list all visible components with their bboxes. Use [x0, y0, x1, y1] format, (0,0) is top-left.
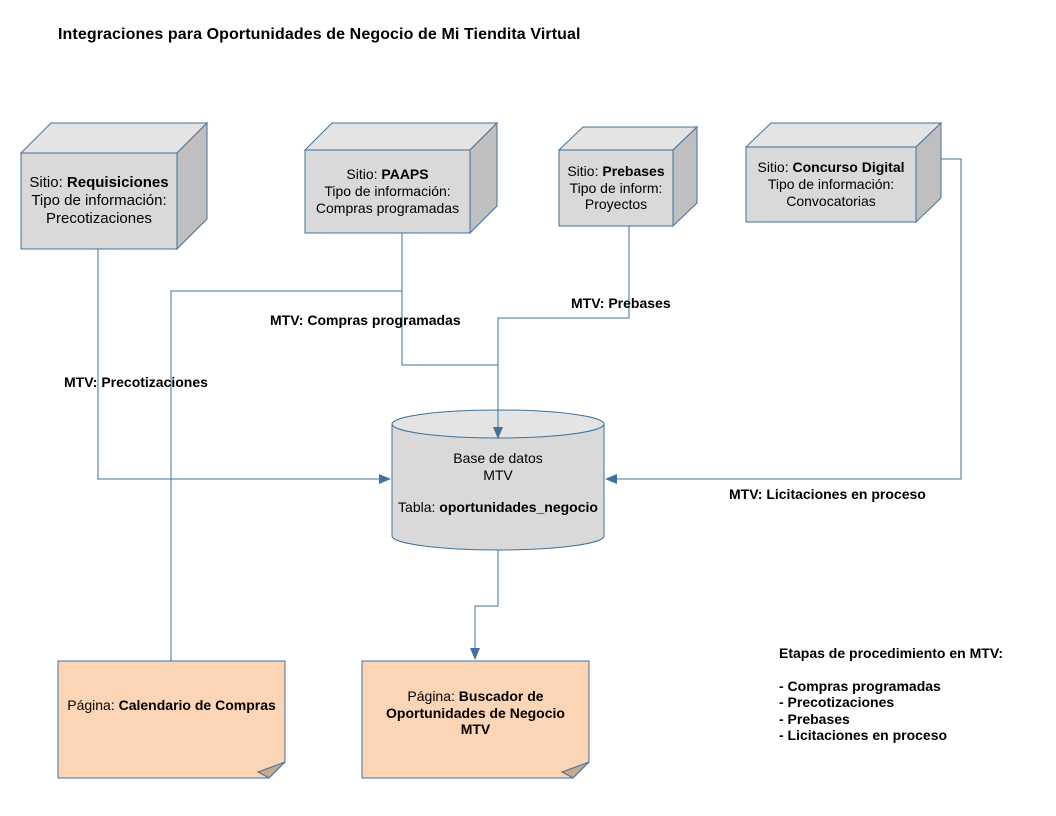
source-info-label: Tipo de inform:	[569, 179, 663, 196]
source-name: Prebases	[602, 162, 665, 179]
source-info-value: Proyectos	[584, 196, 648, 213]
connector-compras-programadas	[401, 233, 503, 439]
stages-list: Etapas de procedimiento en MTV: - Compra…	[779, 645, 1003, 744]
database-line2: MTV	[483, 466, 513, 483]
database-line1: Base de datos	[453, 450, 543, 466]
connector-licitaciones	[605, 158, 962, 484]
source-info-value: Compras programadas	[315, 199, 460, 216]
cube-concurso-digital	[744, 121, 943, 224]
connector-prebases	[497, 226, 630, 365]
page-name-line1: Buscador de	[458, 687, 544, 704]
database-label: Base de datos MTV Tabla: oportunidades_n…	[398, 450, 598, 515]
source-paaps: Sitio: PAAPS Tipo de información: Compra…	[315, 166, 460, 216]
page-buscador: Página: Buscador de Oportunidades de Neg…	[386, 687, 565, 738]
cube-requisiciones	[19, 121, 209, 251]
source-info-label: Tipo de información:	[767, 176, 895, 193]
source-name: Requisiciones	[66, 174, 169, 191]
connector-buscador	[470, 550, 499, 660]
cube-prebases	[557, 125, 699, 228]
connector-calendario	[170, 290, 402, 661]
source-name: Concurso Digital	[792, 159, 905, 176]
stages-heading: Etapas de procedimiento en MTV:	[779, 645, 1004, 661]
source-name: PAAPS	[381, 166, 429, 183]
connector-precotizaciones	[97, 249, 391, 484]
source-info-label: Tipo de información:	[31, 192, 167, 209]
source-requisiciones: Sitio: Requisiciones Tipo de información…	[29, 174, 169, 227]
label-licitaciones: MTV: Licitaciones en proceso	[729, 486, 926, 502]
stage-item: - Precotizaciones	[779, 694, 895, 710]
database-table-name: oportunidades_negocio	[439, 498, 598, 515]
page-name-line3: MTV	[460, 721, 491, 738]
cube-paaps	[303, 121, 499, 235]
source-info-value: Precotizaciones	[46, 210, 152, 227]
stage-item: - Licitaciones en proceso	[779, 727, 948, 743]
page-name: Calendario de Compras	[118, 696, 276, 713]
page-calendario-de-compras: Página: Calendario de Compras	[67, 696, 276, 713]
page-name-line2: Oportunidades de Negocio	[386, 704, 565, 721]
page-title: Integraciones para Oportunidades de Nego…	[58, 26, 581, 43]
label-compras-programadas: MTV: Compras programadas	[270, 312, 461, 328]
database-cylinder	[391, 409, 605, 551]
stage-item: - Prebases	[779, 710, 850, 727]
source-prebases: Sitio: Prebases Tipo de inform: Proyecto…	[567, 162, 665, 213]
source-info-value: Convocatorias	[786, 192, 876, 209]
page-calendario-shape	[57, 660, 286, 779]
label-prebases: MTV: Prebases	[571, 295, 671, 311]
source-concurso-digital: Sitio: Concurso Digital Tipo de informac…	[757, 159, 905, 209]
label-precotizaciones: MTV: Precotizaciones	[64, 374, 208, 390]
stage-item: - Compras programadas	[779, 677, 941, 694]
page-buscador-shape	[361, 660, 590, 779]
source-info-label: Tipo de información:	[324, 183, 451, 200]
